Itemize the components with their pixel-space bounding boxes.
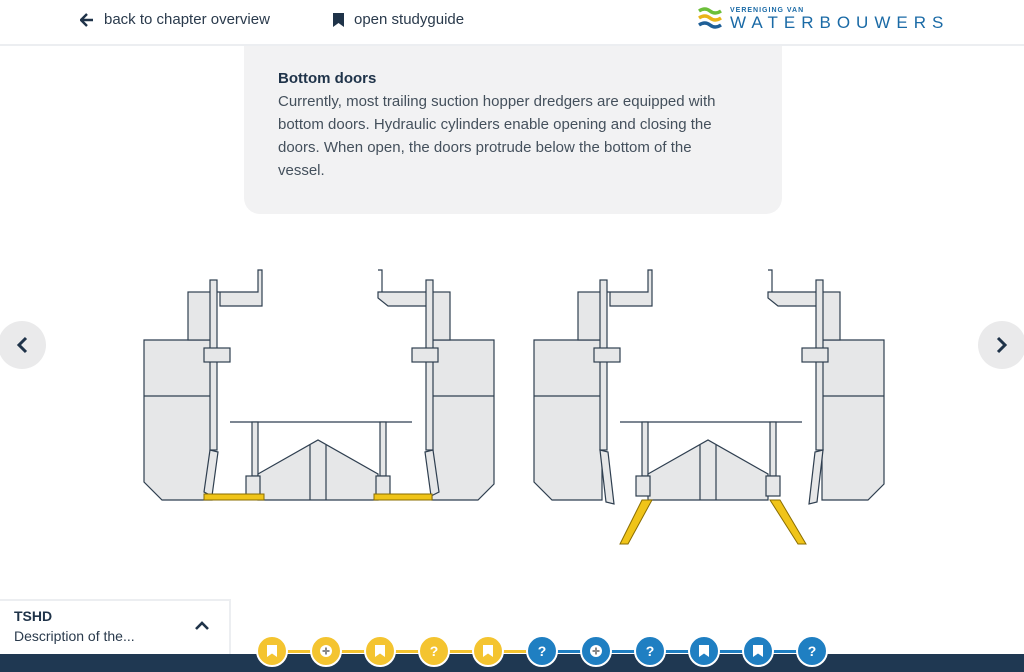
- progress-dot-bookmark[interactable]: [256, 635, 288, 667]
- bookmark-icon: [333, 12, 344, 27]
- left-door-closed-right: [373, 493, 433, 501]
- logo-subtitle: VERENIGING VAN: [730, 7, 805, 14]
- info-title: Bottom doors: [278, 70, 377, 87]
- progress-dot-question[interactable]: ?: [634, 635, 666, 667]
- bookmark-icon: [483, 645, 493, 657]
- back-link-label: back to chapter overview: [104, 11, 270, 28]
- right-hopper-cone: [647, 439, 769, 501]
- bookmark-icon: [267, 645, 277, 657]
- info-card: Bottom doors Currently, most trailing su…: [244, 46, 782, 214]
- chapter-title: TSHD: [14, 608, 53, 624]
- info-text: Currently, most trailing suction hopper …: [278, 93, 716, 179]
- left-door-closed-left: [203, 493, 265, 501]
- previous-slide-button[interactable]: [0, 321, 46, 369]
- progress-dot-question[interactable]: ?: [796, 635, 828, 667]
- arrow-left-icon: [80, 12, 93, 27]
- progress-dot-bookmark[interactable]: [688, 635, 720, 667]
- bookmark-icon: [699, 645, 709, 657]
- bookmark-icon: [375, 645, 385, 657]
- question-icon: ?: [429, 643, 439, 659]
- plus-circle-icon: [320, 645, 332, 657]
- progress-dot-bookmark[interactable]: [742, 635, 774, 667]
- question-icon: ?: [807, 643, 817, 659]
- studyguide-link-label: open studyguide: [354, 11, 465, 28]
- right-hull-left: [533, 339, 603, 501]
- progress-dot-question[interactable]: ?: [526, 635, 558, 667]
- bookmark-icon: [753, 645, 763, 657]
- chevron-right-icon: [996, 336, 1008, 354]
- chevron-left-icon: [16, 336, 28, 354]
- chevron-up-icon: [195, 621, 209, 630]
- progress-dot-bookmark[interactable]: [472, 635, 504, 667]
- left-hull-left: [143, 339, 213, 501]
- open-studyguide-link[interactable]: open studyguide: [333, 11, 464, 28]
- bottom-bar: [0, 654, 1024, 672]
- question-icon: ?: [537, 643, 547, 659]
- bottom-doors-illustration: [143, 269, 885, 545]
- waves-logo-icon: [698, 7, 722, 29]
- back-to-overview-link[interactable]: back to chapter overview: [80, 11, 270, 28]
- progress-dot-bookmark[interactable]: [364, 635, 396, 667]
- logo-title: WATERBOUWERS: [730, 13, 950, 32]
- next-slide-button[interactable]: [978, 321, 1024, 369]
- left-hopper-cone: [257, 439, 379, 501]
- chapter-subtitle: Description of the...: [14, 628, 135, 644]
- progress-dot-question[interactable]: ?: [418, 635, 450, 667]
- right-door-open-left: [619, 499, 653, 545]
- right-door-open-right: [769, 499, 807, 545]
- progress-dot-plus[interactable]: [580, 635, 612, 667]
- top-bar: back to chapter overview open studyguide…: [0, 0, 1024, 46]
- logo: VERENIGING VAN WATERBOUWERS: [698, 6, 949, 32]
- question-icon: ?: [645, 643, 655, 659]
- progress-dot-plus[interactable]: [310, 635, 342, 667]
- plus-circle-icon: [590, 645, 602, 657]
- progress-line-done: [272, 650, 542, 653]
- progress-line-todo: [542, 650, 810, 653]
